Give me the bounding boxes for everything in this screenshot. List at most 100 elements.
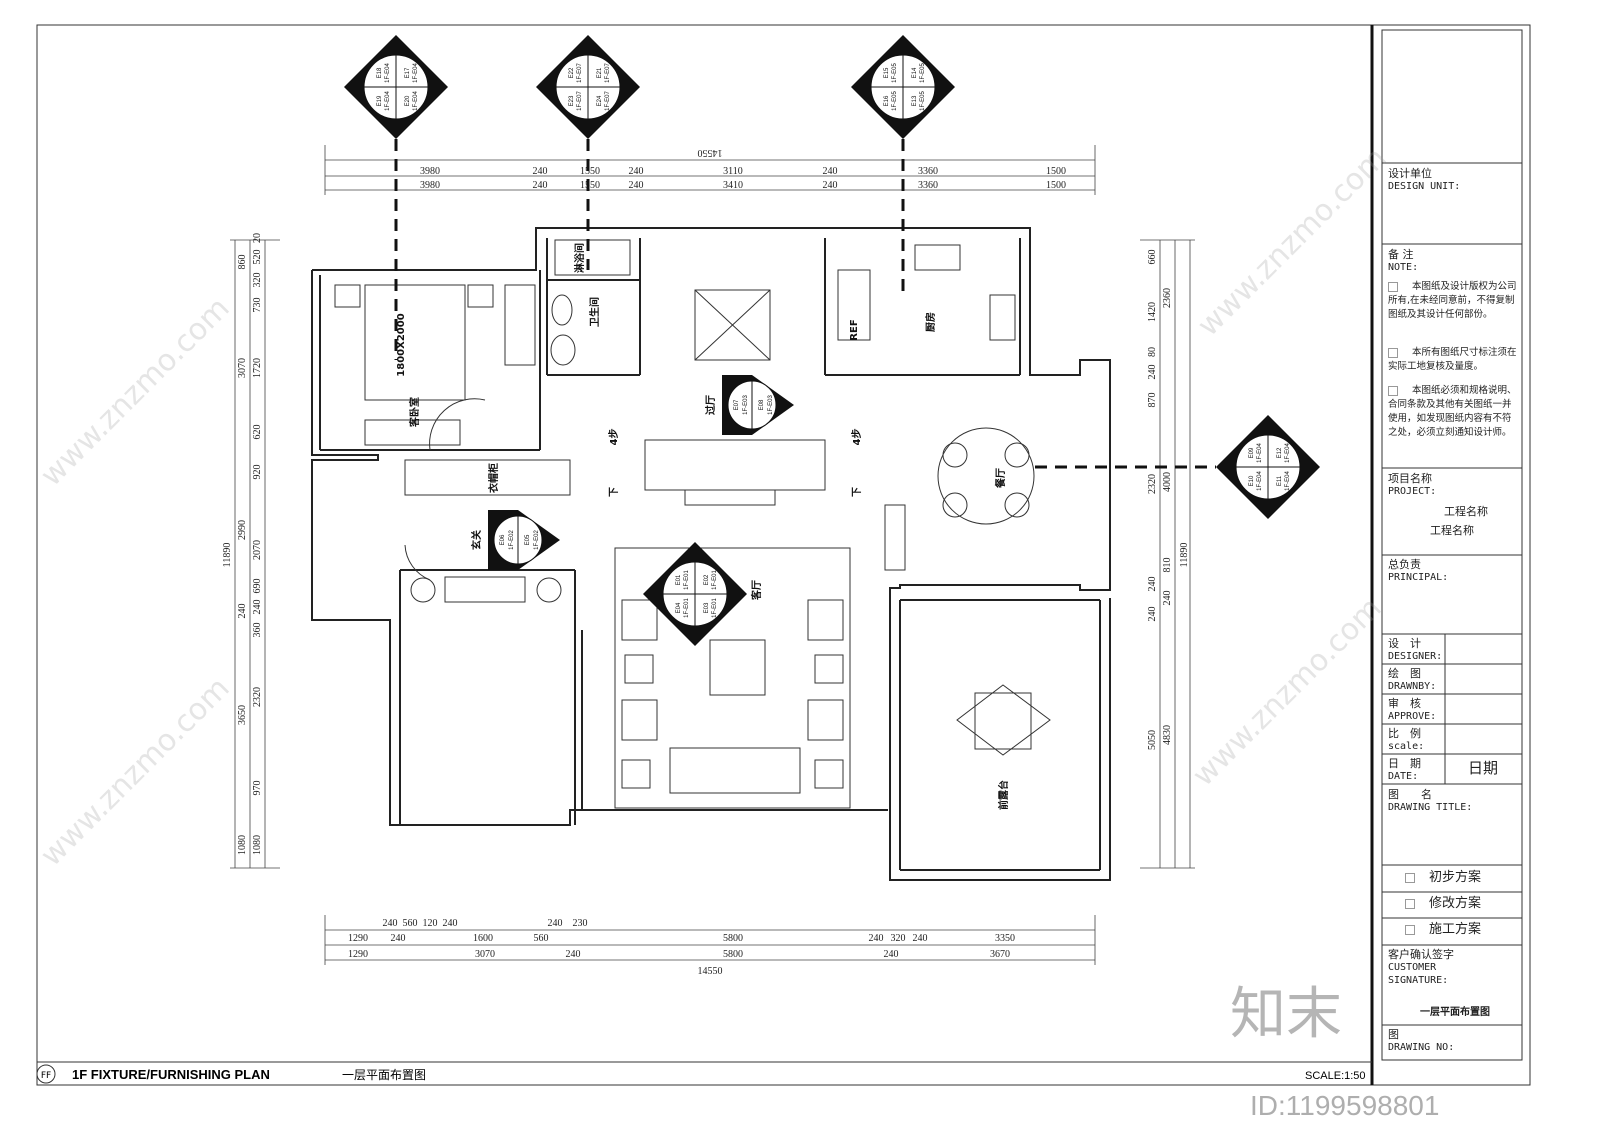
door-swing [429, 398, 486, 451]
checkbox[interactable] [1388, 385, 1398, 396]
dim-top-row2: 3980 240 1550 240 3410 240 3360 1500 [420, 180, 1066, 191]
dim-text: 11890 [222, 543, 233, 568]
stage-preliminary[interactable]: 初步方案 [1405, 871, 1481, 884]
dim-text: 240 [237, 604, 248, 619]
marker-ref: 1F-E04 [1285, 471, 1291, 491]
title-block [1381, 29, 1523, 1061]
marker-ref: 1F-E07 [605, 91, 611, 111]
dim-text: 80 [1147, 347, 1158, 357]
dim-text: 240 [1147, 365, 1158, 380]
dim-text: 1550 [580, 180, 600, 191]
checkbox[interactable] [1405, 872, 1415, 883]
dim-text: 240 [823, 180, 838, 191]
label-en: PRINCIPAL: [1388, 572, 1449, 583]
dim-text: 690 [252, 579, 263, 594]
dim-text: 620 [252, 425, 263, 440]
dim-text: 20 [252, 233, 263, 243]
dim-right: 11890 2360 4000 810 240 4830 660 1420 80… [1147, 250, 1190, 751]
armchair [807, 699, 844, 741]
marker-ref: 1F-E01 [684, 598, 690, 618]
label-cn: 备 注 [1388, 248, 1414, 261]
nightstand [467, 284, 494, 308]
coffee-table [709, 639, 766, 696]
stage-label: 施工方案 [1429, 922, 1482, 937]
dim-text: 1720 [252, 358, 263, 378]
dim-text: 1080 [237, 835, 248, 855]
marker-ref: 1F-E03 [768, 395, 774, 415]
label-cn: 项目名称 [1388, 472, 1432, 485]
label-en: DRAWNBY: [1388, 681, 1437, 692]
checkbox[interactable] [1405, 898, 1415, 909]
dim-text: 2070 [252, 540, 263, 560]
dim-text: 360 [252, 623, 263, 638]
dim-text: 4830 [1162, 725, 1173, 745]
dim-text: 5800 [723, 949, 743, 960]
nightstand [334, 284, 361, 308]
armchair [621, 599, 658, 641]
dim-text: 240 [548, 918, 563, 929]
marker-ref: 1F-E04 [1257, 471, 1263, 491]
dimension-lines [230, 145, 1195, 965]
sheet-code-circle [36, 1064, 56, 1084]
marker-label: E03 [704, 602, 710, 613]
checkbox[interactable] [1388, 281, 1398, 292]
dim-text: 1080 [252, 835, 263, 855]
dim-text: 1500 [1046, 166, 1066, 177]
label-en: NOTE: [1388, 262, 1419, 273]
checkbox[interactable] [1388, 347, 1398, 358]
room-bathroom: 卫生间 [588, 297, 601, 327]
sheet-title-cn: 一层平面布置图 [342, 1068, 426, 1082]
dim-text: 810 [1162, 558, 1173, 573]
marker-ref: 1F-E01 [712, 598, 718, 618]
marker-label: E12 [1277, 447, 1283, 458]
stove [914, 244, 961, 271]
label-cn: 总负责 [1388, 558, 1421, 571]
label-en: DRAWING NO: [1388, 1042, 1455, 1053]
marker-ref: 1F-E04 [385, 63, 391, 83]
marker-label: E20 [405, 95, 411, 106]
note-1: 本图纸及设计版权为公司所有,在未经同意前，不得复制图纸及其设计任何部份。 [1388, 280, 1520, 322]
down-label: 下 [608, 487, 620, 497]
dim-text: 240 [533, 180, 548, 191]
dim-text: 3110 [723, 166, 743, 177]
room-labels: 客卧室 1800X2000 卫生间 淋浴间 厨房 REF 过厅 餐厅 玄关 衣帽… [396, 243, 1010, 810]
dim-text: 660 [1147, 250, 1158, 265]
dim-text: 1550 [580, 166, 600, 177]
room-dining: 餐厅 [994, 468, 1007, 489]
project-name: 工程名称 [1430, 524, 1474, 537]
label-en: DESIGNER: [1388, 651, 1443, 662]
dim-text: 240 [1147, 607, 1158, 622]
marker-label: E18 [377, 67, 383, 78]
dim-text: 3650 [237, 705, 248, 725]
label-cn: 图 [1388, 1028, 1399, 1041]
basin [550, 334, 576, 366]
sofa [669, 747, 801, 794]
sheet-frame [36, 24, 1531, 1086]
dim-text: 3410 [723, 180, 743, 191]
dim-text: 3350 [995, 933, 1015, 944]
dim-text: 2360 [1162, 288, 1173, 308]
marker-ref: 1F-E05 [920, 63, 926, 83]
checkbox[interactable] [1405, 924, 1415, 935]
label-cn: 比 例 [1388, 727, 1421, 740]
design-unit-label: 设计单位 DESIGN UNIT: [1388, 167, 1460, 193]
marker-label: E22 [569, 67, 575, 78]
dim-text: 3070 [475, 949, 495, 960]
dim-text: 2320 [1147, 474, 1158, 494]
dim-text: 2320 [252, 687, 263, 707]
down-label: 下 [851, 487, 863, 497]
armchair [807, 599, 844, 641]
label-en: APPROVE: [1388, 711, 1437, 722]
label-en: CUSTOMER SIGNATURE: [1388, 962, 1449, 986]
stage-construction[interactable]: 施工方案 [1405, 923, 1481, 936]
project-name: 工程名称 [1444, 505, 1488, 518]
title-block-lines [1382, 162, 1522, 1026]
stage-revision[interactable]: 修改方案 [1405, 897, 1481, 910]
